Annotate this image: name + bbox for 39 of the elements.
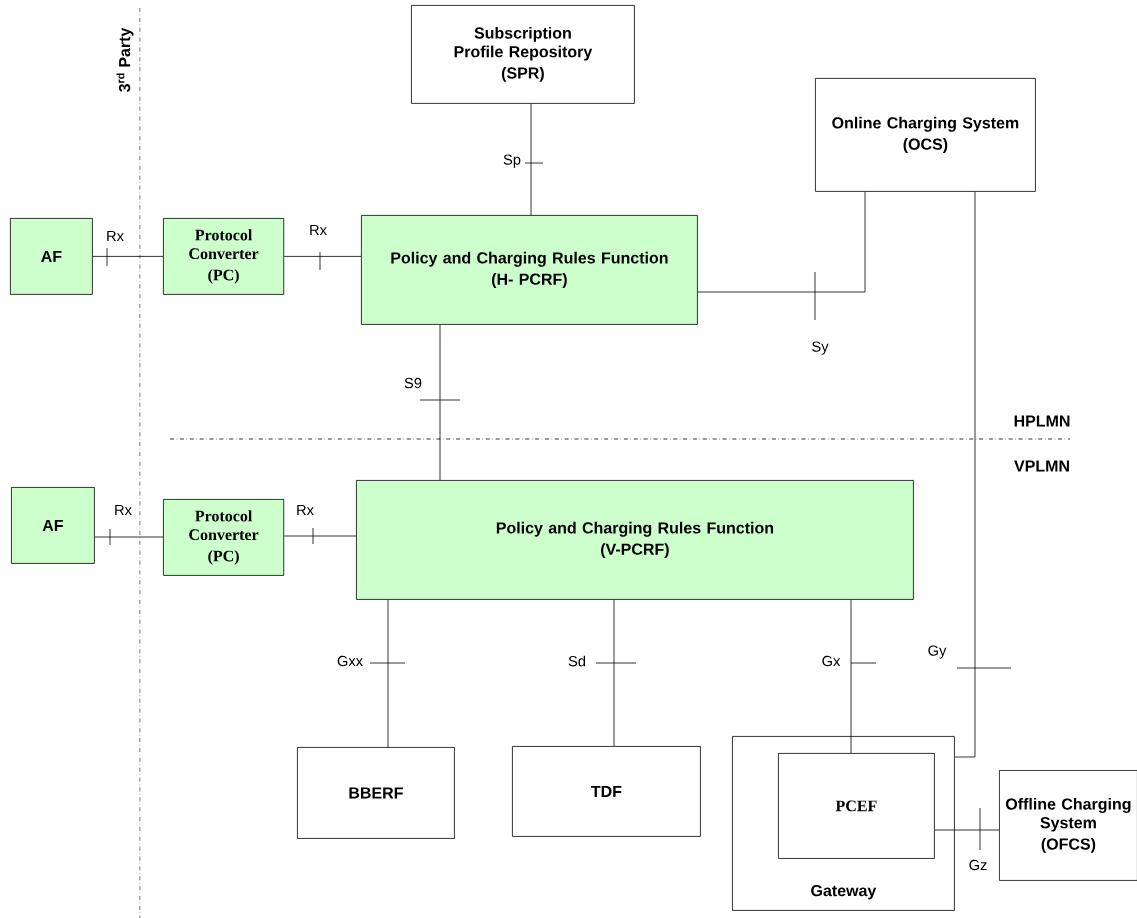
function-box: AF [10,218,93,295]
function-box: Policy and Charging Rules Function (H- PCRF) [361,215,698,325]
function-box: Policy and Charging Rules Function (V-PCRF) [356,480,914,600]
connector-line [954,191,1012,758]
edge-label: Sp [501,153,523,169]
system-box: Online Charging System (OCS) [815,78,1036,192]
repository-box: Subscription Profile Repository (SPR) [411,5,635,104]
function-box: BBERF [297,747,455,839]
connector-line [850,599,877,754]
converter-box: Protocol Converter (PC) [163,218,285,295]
edge-label: Rx [294,503,316,517]
edge-label: Gx [820,654,842,668]
edge-label: Rx [112,503,134,517]
converter-box: Protocol Converter (PC) [163,499,285,576]
edge-label: Gxx [335,654,365,668]
edge-label: Sd [566,654,588,668]
zone-label: VPLMN [1014,460,1069,472]
edge-label: S9 [402,376,424,390]
function-box: AF [11,487,95,564]
edge-label: Gz [967,858,989,872]
system-box: Offline Charging System (OFCS) [999,770,1137,881]
connector-line [92,247,164,267]
edge-label: Sy [810,340,830,356]
zone-label: 3$^{rd}$ Party [116,27,134,92]
connector-line [697,191,866,321]
connector-line [419,324,461,481]
connector-line [595,599,637,747]
connector-line [369,599,406,748]
zone-label: HPLMN [1014,415,1070,427]
connector-line [283,527,357,545]
enforcement-box: PCEF [778,753,935,859]
edge-label: Rx [104,229,126,243]
connector-line [283,251,362,271]
connector-line [524,103,544,216]
connector-line [94,528,164,546]
function-box: TDF [512,746,701,837]
edge-label: Rx [307,223,329,237]
edge-label: Gy [926,644,948,660]
connector-line [934,807,1000,851]
